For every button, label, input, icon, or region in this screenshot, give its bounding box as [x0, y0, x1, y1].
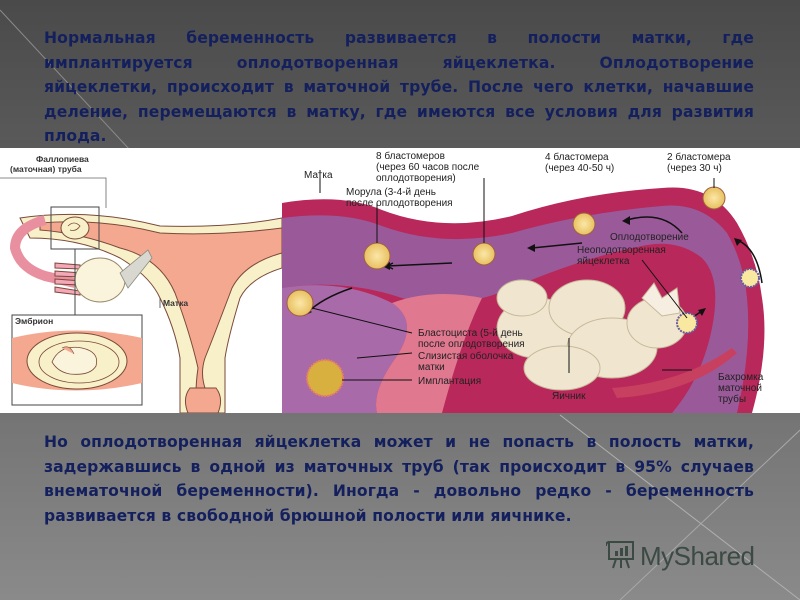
- label-4-blastomeres-line2: (через 40-50 ч): [545, 163, 615, 174]
- label-uterus: Матка: [304, 170, 333, 181]
- label-fimbriae-line2: маточной: [718, 383, 762, 394]
- label-implantation: Имплантация: [418, 376, 482, 387]
- label-morula-line1: Морула (3-4-й день: [346, 187, 437, 198]
- pregnancy-diagram-figure: Фаллопиева (маточная) труба Матка Эмбрио…: [0, 148, 800, 413]
- label-fallopian-tube-line2: (маточная) труба: [10, 164, 82, 174]
- fertilization-pathway-illustration: Матка 8 бластомеров (через 60 часов посл…: [282, 148, 800, 413]
- label-fimbriae-line1: Бахромка: [718, 372, 764, 383]
- label-blastocyst-line1: Бластоциста (5-й день: [418, 328, 523, 339]
- label-fertilization: Оплодотворение: [610, 232, 689, 243]
- label-unfertilized-egg-line2: яйцеклетка: [577, 256, 630, 267]
- label-2-blastomeres-line1: 2 бластомера: [667, 152, 731, 163]
- label-fimbriae-line3: трубы: [718, 394, 747, 405]
- label-8-blastomeres-line2: (через 60 часов после: [376, 162, 480, 173]
- label-blastocyst-line2: после оплодотворения: [418, 339, 525, 350]
- label-mucosa-line1: Слизистая оболочка: [418, 351, 514, 362]
- label-morula-line2: после оплодотворения: [346, 198, 453, 209]
- label-8-blastomeres-line1: 8 бластомеров: [376, 151, 445, 162]
- watermark-text: MyShared: [640, 540, 755, 571]
- label-ovary: Яичник: [552, 391, 586, 402]
- presentation-board-icon: [605, 538, 636, 574]
- label-fallopian-tube-line1: Фаллопиева: [36, 154, 89, 164]
- label-embryo: Эмбрион: [15, 316, 54, 326]
- label-4-blastomeres-line1: 4 бластомера: [545, 152, 609, 163]
- uterus-illustration: [0, 177, 283, 413]
- label-8-blastomeres-line3: оплодотворения): [376, 173, 456, 184]
- label-mucosa-line2: матки: [418, 362, 445, 373]
- fallopian-tube-uterus-illustration: [282, 170, 765, 413]
- label-uterus-left: Матка: [163, 298, 189, 308]
- myshared-watermark[interactable]: MyShared: [605, 538, 755, 574]
- uterus-schematic: Фаллопиева (маточная) труба Матка Эмбрио…: [0, 148, 283, 413]
- label-2-blastomeres-line2: (через 30 ч): [667, 163, 722, 174]
- intro-paragraph: Нормальная беременность развивается в по…: [44, 29, 754, 146]
- label-unfertilized-egg-line1: Неоподотворенная: [577, 245, 666, 256]
- ectopic-paragraph: Но оплодотворенная яйцеклетка может и не…: [44, 433, 754, 525]
